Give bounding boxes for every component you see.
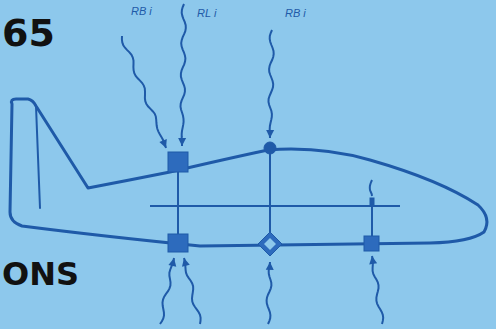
sensor-box xyxy=(168,234,188,252)
arrow-head xyxy=(369,256,377,264)
arrow-head xyxy=(266,262,274,270)
radiation-label: RB i xyxy=(284,8,307,19)
sensor-box xyxy=(168,152,188,172)
sensor-tick xyxy=(370,198,374,206)
arrow-head xyxy=(182,258,190,267)
page-number: 65 xyxy=(2,14,55,52)
radiation-ray xyxy=(269,30,274,138)
sensor-box xyxy=(364,236,379,251)
sensor-diamond-inner xyxy=(264,238,276,250)
radiation-ray xyxy=(184,258,201,324)
arrow-head xyxy=(178,138,186,146)
radiation-ray xyxy=(160,258,174,324)
sensor-diamond xyxy=(258,232,282,256)
radiation-label: RL i xyxy=(196,8,217,19)
fuselage-outline xyxy=(10,99,487,246)
heading-fragment: ONS xyxy=(2,258,79,290)
radiation-ray xyxy=(122,36,166,148)
arrow-head xyxy=(266,130,274,138)
radiation-ray xyxy=(370,180,372,196)
fin-root-line xyxy=(36,106,40,208)
radiation-ray xyxy=(181,4,186,146)
arrow-head xyxy=(159,139,166,148)
sensor-dot xyxy=(264,142,276,154)
radiation-ray xyxy=(267,262,272,324)
wing-line xyxy=(150,205,400,207)
arrow-head xyxy=(168,258,176,267)
radiation-ray xyxy=(372,256,383,324)
radiation-label: RB i xyxy=(130,6,153,17)
